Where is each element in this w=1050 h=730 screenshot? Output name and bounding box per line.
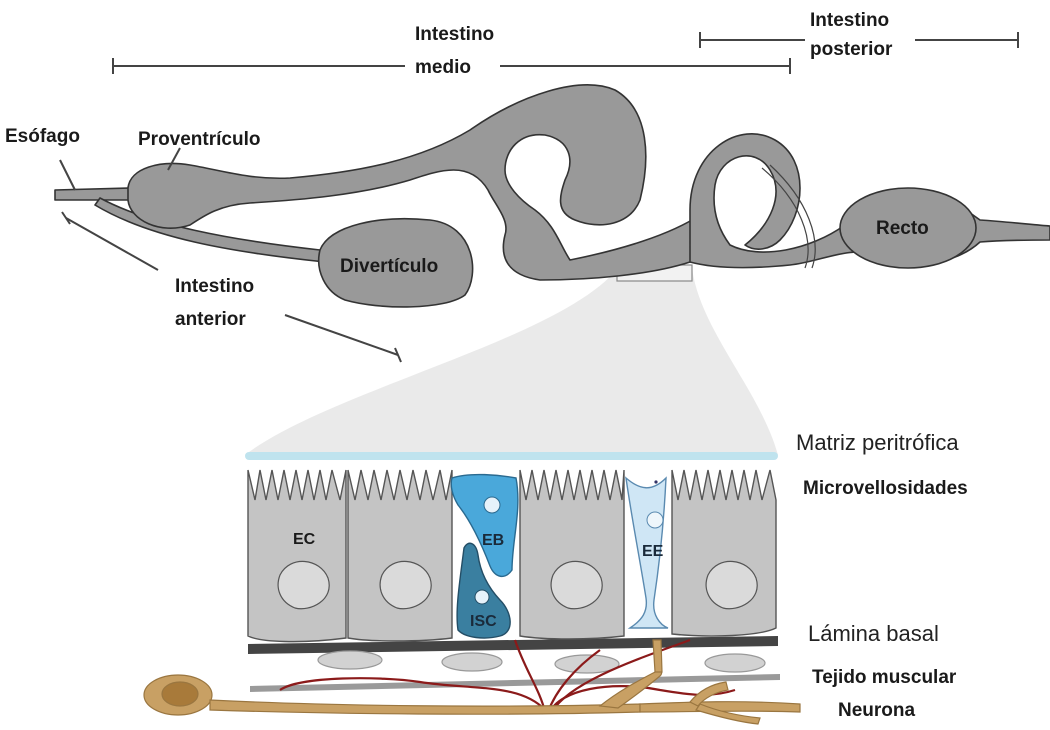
ee-granule bbox=[654, 480, 657, 483]
ec-cell-4 bbox=[672, 470, 776, 636]
foregut-range-bar-2 bbox=[285, 315, 398, 355]
cell-label-isc: ISC bbox=[470, 613, 497, 630]
label-intestino-medio-2: medio bbox=[415, 57, 471, 78]
esofago-pointer bbox=[60, 160, 75, 190]
ec-cell-2 bbox=[348, 470, 452, 641]
label-esofago: Esófago bbox=[5, 126, 80, 147]
label-intestino-medio-1: Intestino bbox=[415, 24, 494, 45]
label-diverticulo: Divertículo bbox=[340, 256, 438, 277]
isc-nucleus bbox=[475, 590, 489, 604]
label-matriz-peritrofica: Matriz peritrófica bbox=[796, 430, 959, 455]
muscle-nuclei bbox=[318, 651, 765, 673]
cell-label-ec: EC bbox=[293, 531, 316, 548]
label-recto: Recto bbox=[876, 218, 929, 239]
label-intestino-anterior-1: Intestino bbox=[175, 276, 254, 297]
label-microvellosidades: Microvellosidades bbox=[803, 478, 968, 499]
label-lamina-basal: Lámina basal bbox=[808, 621, 939, 646]
cell-label-ee: EE bbox=[642, 543, 664, 560]
label-intestino-posterior-1: Intestino bbox=[810, 10, 889, 31]
eb-nucleus bbox=[484, 497, 500, 513]
ec-cell-3 bbox=[520, 470, 624, 639]
peritrophic-matrix bbox=[245, 452, 778, 460]
ec-cell-1 bbox=[248, 470, 346, 642]
cell-label-eb: EB bbox=[482, 532, 504, 549]
ee-nucleus bbox=[647, 512, 663, 528]
gut bbox=[55, 85, 1050, 307]
label-intestino-posterior-2: posterior bbox=[810, 39, 893, 60]
esophagus bbox=[55, 188, 130, 200]
label-tejido-muscular: Tejido muscular bbox=[812, 667, 957, 688]
eb-cell bbox=[451, 475, 518, 577]
zoom-cone bbox=[245, 268, 778, 455]
muscle-layer bbox=[250, 674, 780, 692]
label-proventriculo: Proventrículo bbox=[138, 129, 260, 150]
label-intestino-anterior-2: anterior bbox=[175, 309, 246, 330]
label-neurona: Neurona bbox=[838, 700, 916, 721]
